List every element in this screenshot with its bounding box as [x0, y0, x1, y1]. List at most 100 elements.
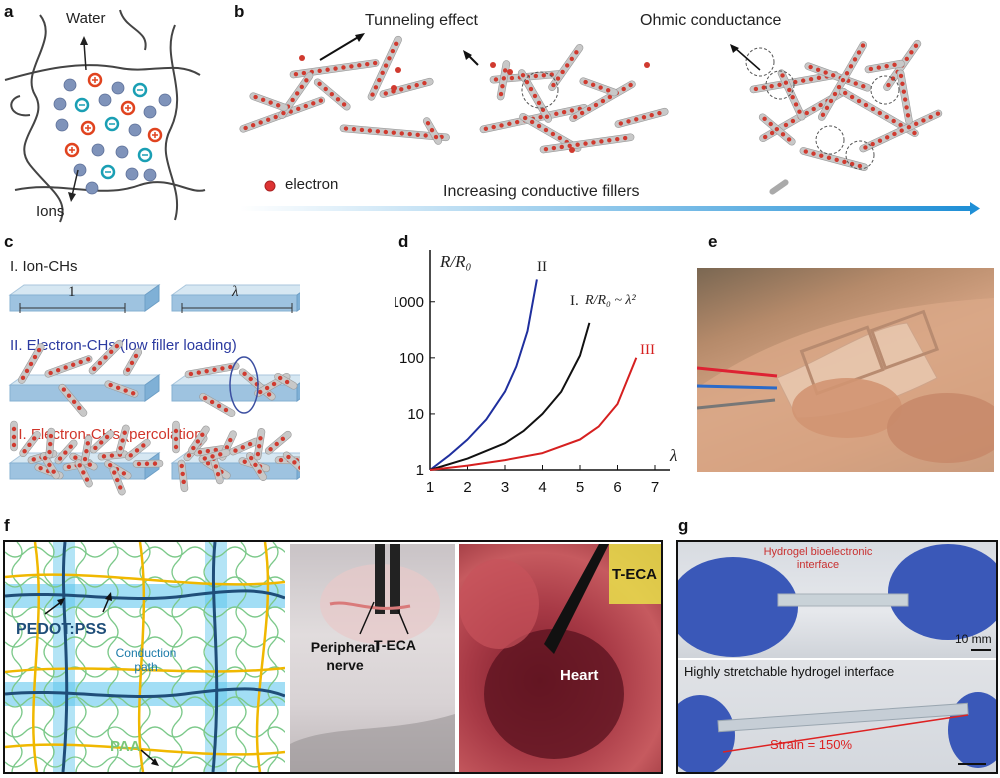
rod-body [177, 459, 189, 493]
rod-dot [173, 436, 179, 442]
resistance-strain-chart: 12345671101001000 [395, 250, 670, 496]
rod-dot [861, 84, 866, 89]
rod-dot [256, 443, 262, 449]
paa-chain [5, 666, 285, 678]
rod-dot [36, 347, 42, 353]
rod-dot [32, 354, 38, 360]
rod-dot [286, 454, 291, 460]
rod-dot [202, 395, 208, 401]
rod-dot [800, 78, 806, 83]
rod-dot [301, 70, 307, 76]
rod-dot [935, 111, 941, 116]
rod-dot [607, 94, 613, 100]
rod-dot [533, 73, 539, 79]
filler-rod [109, 466, 126, 496]
rod-dot [853, 81, 858, 86]
water-molecule [55, 118, 69, 132]
water-label: Water [66, 10, 106, 27]
filler-rod [188, 425, 210, 454]
water-molecule [125, 167, 139, 181]
filler-rod [19, 431, 41, 458]
rod-dot [253, 94, 258, 100]
rod-dot [912, 130, 917, 136]
rod-dot [433, 134, 439, 140]
rod-dot [268, 100, 273, 105]
electron-dot [507, 69, 513, 75]
slab-1-top [8, 284, 161, 296]
rod-dot [31, 457, 36, 462]
electron-dot [395, 67, 401, 73]
slab-3b-front [171, 462, 298, 480]
rod-dot [372, 60, 378, 66]
rod-body [896, 69, 913, 125]
filler-rod [804, 62, 872, 92]
y-tick-label: 1 [416, 462, 424, 479]
paa-chain [75, 542, 87, 772]
rod-dot [543, 127, 549, 133]
rod-dot [325, 67, 330, 72]
strain-label: Strain = 150% [770, 737, 853, 752]
rod-dot [607, 138, 612, 143]
rod-body [614, 107, 669, 128]
rod-dot [849, 161, 855, 167]
rod-dot [383, 91, 388, 96]
panel-label-g: g [678, 516, 689, 535]
rod-dot [780, 73, 785, 78]
rod-dot [87, 462, 92, 467]
filler-rod [864, 59, 905, 74]
rod-dot [574, 50, 579, 55]
filler-rod [40, 452, 60, 480]
x-tick-label: 5 [576, 479, 584, 496]
rod-dot [787, 87, 792, 93]
rod-dot [569, 56, 574, 62]
rod-dot [860, 43, 866, 48]
stretched-hydrogel-photo [678, 660, 996, 772]
rod-dot [500, 84, 505, 89]
rod-dot [215, 471, 221, 477]
filler-rod [548, 44, 584, 91]
rod-dot [216, 403, 222, 409]
curve-I-equation: R/R₀ ~ λ² [585, 293, 636, 308]
rod-dot [11, 434, 17, 440]
rod-dot [909, 50, 914, 55]
slab-1-side [144, 284, 160, 312]
rod-dot [304, 78, 309, 83]
rod-dot [529, 119, 535, 125]
rod-dot [109, 349, 114, 354]
rod-dot [626, 119, 631, 124]
rod-dot [318, 98, 324, 103]
rod-dot [621, 86, 626, 92]
rod-dot [769, 130, 775, 136]
rod-dot [823, 70, 828, 75]
rod-dot [228, 364, 233, 370]
rod-dot [877, 110, 883, 116]
rod-dot [503, 68, 508, 73]
rod-dot [870, 141, 875, 147]
rod-dot [266, 392, 272, 397]
paa-chain [5, 546, 285, 558]
rod-dot [538, 114, 543, 120]
rod-dot [349, 64, 354, 69]
filler-rod [517, 69, 553, 123]
rod-dot [842, 90, 848, 96]
rod-dot [55, 368, 61, 373]
rod-dot [213, 464, 219, 469]
rod-dot [583, 141, 588, 146]
water-molecule [143, 168, 157, 182]
rod-dot [370, 92, 375, 97]
rod-dot [886, 82, 891, 88]
rod-dot [501, 76, 507, 81]
contact-circle [845, 140, 875, 170]
rod-dot [292, 460, 297, 465]
rod-dot [48, 441, 53, 447]
rod-dot [317, 81, 322, 87]
rod-dot [768, 121, 773, 127]
rod-dot [425, 120, 431, 126]
rod-dot [22, 449, 27, 454]
rod-dot [555, 76, 561, 81]
filler-rod [253, 428, 266, 461]
filler-rod [817, 41, 868, 121]
ohmic-conductance-label: Ohmic conductance [640, 12, 782, 29]
rod-dot [808, 77, 814, 82]
rod-dot [180, 471, 185, 477]
